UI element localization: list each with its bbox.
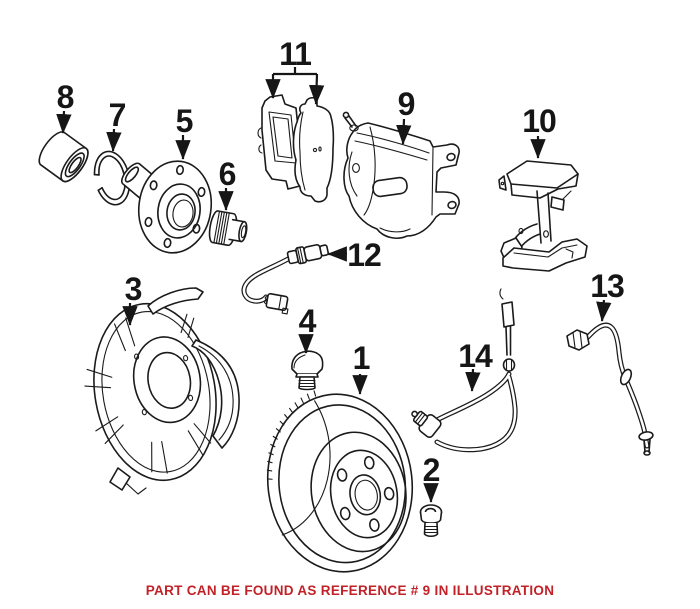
illustration-note: PART CAN BE FOUND AS REFERENCE # 9 IN IL… <box>145 583 555 598</box>
callout-label-4: 4 <box>298 303 317 339</box>
brake-pad-set-drawing <box>257 94 335 203</box>
set-screw-drawing <box>419 504 443 538</box>
callout-arrows <box>56 67 612 503</box>
abs-sensor-drawing <box>411 288 518 453</box>
callout-label-14: 14 <box>458 338 493 374</box>
brake-caliper-drawing <box>342 111 460 239</box>
callout-label-3: 3 <box>124 271 143 307</box>
sealing-plug-drawing <box>291 350 324 391</box>
brake-hose-drawing <box>566 322 654 456</box>
brake-rotor-drawing <box>266 390 414 573</box>
callout-label-6: 6 <box>218 156 237 192</box>
wear-sensor-drawing <box>241 244 330 315</box>
callout-label-8: 8 <box>56 79 75 115</box>
wheel-hub-drawing <box>120 160 213 254</box>
callout-label-12: 12 <box>347 237 382 273</box>
callout-label-10: 10 <box>522 103 557 139</box>
caliper-carrier-drawing <box>498 160 588 272</box>
callout-label-7: 7 <box>108 97 127 133</box>
callout-label-13: 13 <box>590 268 625 304</box>
collar-nut-drawing <box>208 210 248 247</box>
callout-label-2: 2 <box>422 452 441 488</box>
dust-shield-drawing <box>84 287 240 495</box>
callout-label-11: 11 <box>279 36 312 72</box>
callout-label-1: 1 <box>352 340 371 376</box>
callout-label-9: 9 <box>397 86 416 122</box>
callout-label-5: 5 <box>175 103 194 139</box>
wheel-bearing-drawing <box>38 131 89 183</box>
